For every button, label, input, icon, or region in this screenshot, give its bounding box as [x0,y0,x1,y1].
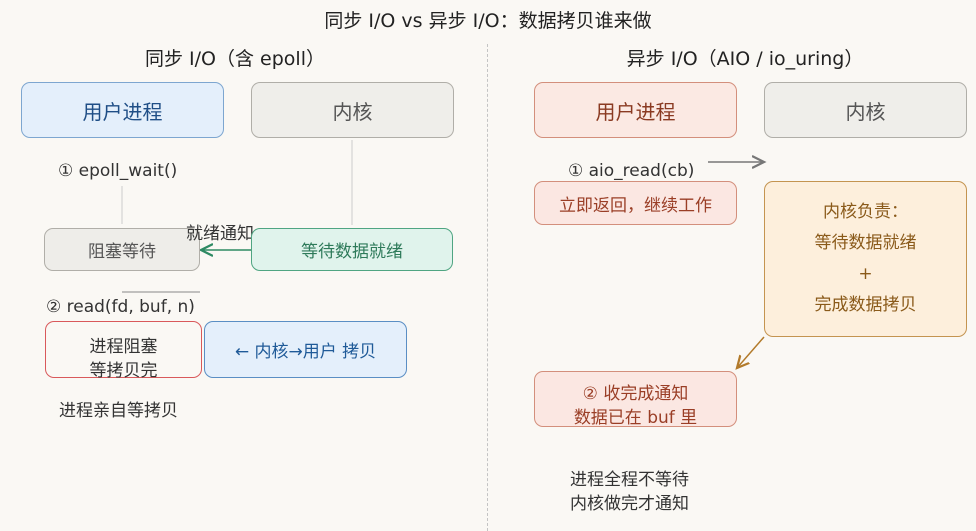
page-title: 同步 I/O vs 异步 I/O：数据拷贝谁来做 [324,10,652,32]
wait-data-ready-box: 等待数据就绪 [251,228,453,271]
kernel-to-user-copy-box: ← 内核→用户 拷贝 [204,321,407,378]
async-user-process-box: 用户进程 [534,82,737,138]
section-divider [487,44,488,531]
async-kernel-box: 内核 [764,82,967,138]
process-blocked-line1: 进程阻塞 [89,336,158,357]
kernel-duty-line2: 完成数据拷贝 [814,295,917,315]
sync-user-process-box: 用户进程 [21,82,224,138]
kernel-duty-line1: 等待数据就绪 [814,233,917,253]
completion-line2: 数据已在 buf 里 [573,408,698,428]
return-immediately-box: 立即返回，继续工作 [534,181,737,225]
completion-arrow [737,336,765,368]
sync-step1-label: ① epoll_wait() [58,161,178,181]
sync-step2-label: ② read(fd, buf, n) [46,297,195,317]
kernel-duty-box: 内核负责： 等待数据就绪 + 完成数据拷贝 [764,181,967,337]
ready-notify-label: 就绪通知 [186,224,254,244]
async-caption-line1: 进程全程不等待 [570,470,689,490]
sync-heading: 同步 I/O（含 epoll） [145,48,325,70]
kernel-duty-title: 内核负责： [823,202,908,222]
async-step1-label: ① aio_read(cb) [568,161,695,181]
process-blocked-box: 进程阻塞 等拷贝完 [45,321,202,381]
sync-kernel-box: 内核 [251,82,454,138]
async-caption-line2: 内核做完才通知 [570,494,689,514]
process-blocked-line2: 等拷贝完 [89,360,158,381]
kernel-duty-plus: + [858,264,873,284]
sync-caption: 进程亲自等拷贝 [59,401,178,421]
async-heading: 异步 I/O（AIO / io_uring） [626,48,864,70]
completion-line1: ② 收完成通知 [582,384,689,404]
blocked-wait-box: 阻塞等待 [44,228,200,271]
async-caption: 进程全程不等待 内核做完才通知 [570,468,689,516]
completion-notify-box: ② 收完成通知 数据已在 buf 里 [534,371,737,428]
